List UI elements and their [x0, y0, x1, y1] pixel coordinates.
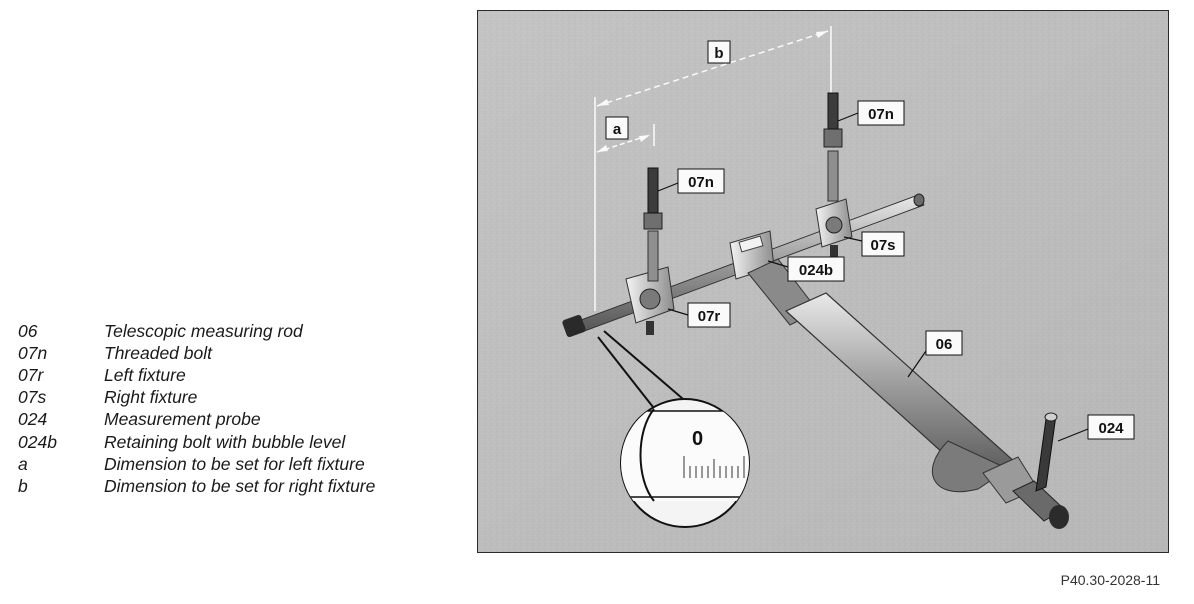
legend-item: 024 Measurement probe	[18, 409, 458, 431]
callout-024b: 024b	[799, 262, 833, 279]
callout-024-box	[1087, 414, 1135, 440]
legend-description: Dimension to be set for left fixture	[104, 453, 365, 474]
right-fixture-post	[827, 150, 839, 202]
legend-item: 07r Left fixture	[18, 364, 458, 386]
callout-07s: 07s	[870, 237, 895, 254]
callout-a: a	[613, 121, 622, 138]
rod-end-knob	[562, 314, 586, 338]
right-fixture-screw	[830, 245, 838, 257]
legend-item: 07s Right fixture	[18, 387, 458, 409]
legend: 06 Telescopic measuring rod 07n Threaded…	[18, 320, 458, 498]
bubble-level	[738, 235, 764, 253]
left-fixture-nut	[643, 212, 663, 230]
legend-code: a	[18, 453, 28, 474]
callout-024: 024	[1098, 420, 1124, 437]
scale-strip	[621, 411, 749, 501]
legend-code: 07r	[18, 364, 44, 385]
leader-07s	[843, 236, 863, 242]
legend-description: Right fixture	[104, 387, 198, 408]
legend-description: Measurement probe	[104, 409, 261, 430]
illustration-frame: 0 b a 07n 07n 07s 024b	[477, 10, 1169, 553]
arrowhead	[816, 31, 828, 38]
scale-magnifier: 0	[597, 330, 750, 528]
right-fixture-clamp	[825, 216, 843, 234]
callout-06-box	[925, 330, 963, 356]
telescopic-rod	[747, 258, 1069, 529]
magnifier-leader	[603, 330, 684, 400]
legend-item: b Dimension to be set for right fixture	[18, 475, 458, 497]
callout-labels: b a 07n 07n 07s 024b 07r 06 024	[605, 40, 1135, 440]
right-fixture	[815, 92, 853, 257]
rod-end-outline	[639, 408, 655, 502]
callout-07n-right-box	[857, 100, 905, 126]
measuring-device-illustration: 0 b a 07n 07n 07s 024b	[478, 11, 1168, 552]
left-fixture-screw	[646, 321, 654, 335]
callout-a-box	[605, 116, 629, 140]
leader-07n-left	[657, 182, 679, 192]
legend-description: Telescopic measuring rod	[104, 320, 303, 341]
magnifier-leader	[597, 336, 654, 408]
right-threaded-bolt	[827, 92, 839, 130]
leader-024	[1057, 428, 1089, 442]
measurement-probe	[1035, 412, 1058, 492]
leader-07r	[667, 308, 689, 316]
callout-06: 06	[936, 336, 953, 353]
left-fixture-post	[647, 230, 659, 282]
callout-b: b	[714, 45, 723, 62]
leader-07n-right	[837, 112, 859, 122]
legend-item: 024b Retaining bolt with bubble level	[18, 431, 458, 453]
leader-024b	[767, 260, 789, 268]
callout-07s-box	[861, 231, 905, 257]
arrowhead	[639, 135, 650, 142]
dimension-lines	[594, 26, 832, 311]
callout-07n-left-box	[677, 168, 725, 194]
rod-end-cap	[913, 193, 925, 207]
callout-07n-right: 07n	[868, 106, 894, 123]
rod-end-knob	[1049, 505, 1069, 529]
dimension-b-line	[596, 30, 829, 107]
legend-item: 06 Telescopic measuring rod	[18, 320, 458, 342]
legend-code: b	[18, 475, 28, 496]
callout-leaders	[657, 112, 1089, 442]
callout-07r: 07r	[698, 308, 721, 325]
callout-b-box	[707, 40, 731, 64]
scale-zero-label: 0	[692, 428, 703, 450]
background-texture	[478, 11, 1168, 552]
left-fixture-clamp	[639, 288, 661, 310]
callout-07n-left: 07n	[688, 174, 714, 191]
callout-07r-box	[687, 302, 731, 328]
probe-tip	[1044, 412, 1058, 422]
legend-code: 024b	[18, 431, 57, 452]
arrowhead	[597, 145, 608, 152]
callout-024b-box	[787, 256, 845, 282]
legend-description: Retaining bolt with bubble level	[104, 431, 346, 452]
leader-06	[907, 350, 927, 378]
legend-code: 024	[18, 409, 48, 430]
legend-code: 07s	[18, 387, 47, 408]
legend-code: 07n	[18, 342, 48, 363]
legend-code: 06	[18, 320, 38, 341]
arrowhead	[597, 99, 609, 106]
right-fixture-nut	[823, 128, 843, 148]
legend-item: a Dimension to be set for left fixture	[18, 453, 458, 475]
left-threaded-bolt	[647, 167, 659, 214]
legend-item: 07n Threaded bolt	[18, 342, 458, 364]
scale-ticks	[683, 456, 745, 478]
figure-reference-code: P40.30-2028-11	[1060, 572, 1160, 588]
legend-description: Threaded bolt	[104, 342, 212, 363]
left-fixture	[625, 167, 675, 335]
legend-description: Dimension to be set for right fixture	[104, 475, 376, 496]
legend-description: Left fixture	[104, 364, 186, 385]
